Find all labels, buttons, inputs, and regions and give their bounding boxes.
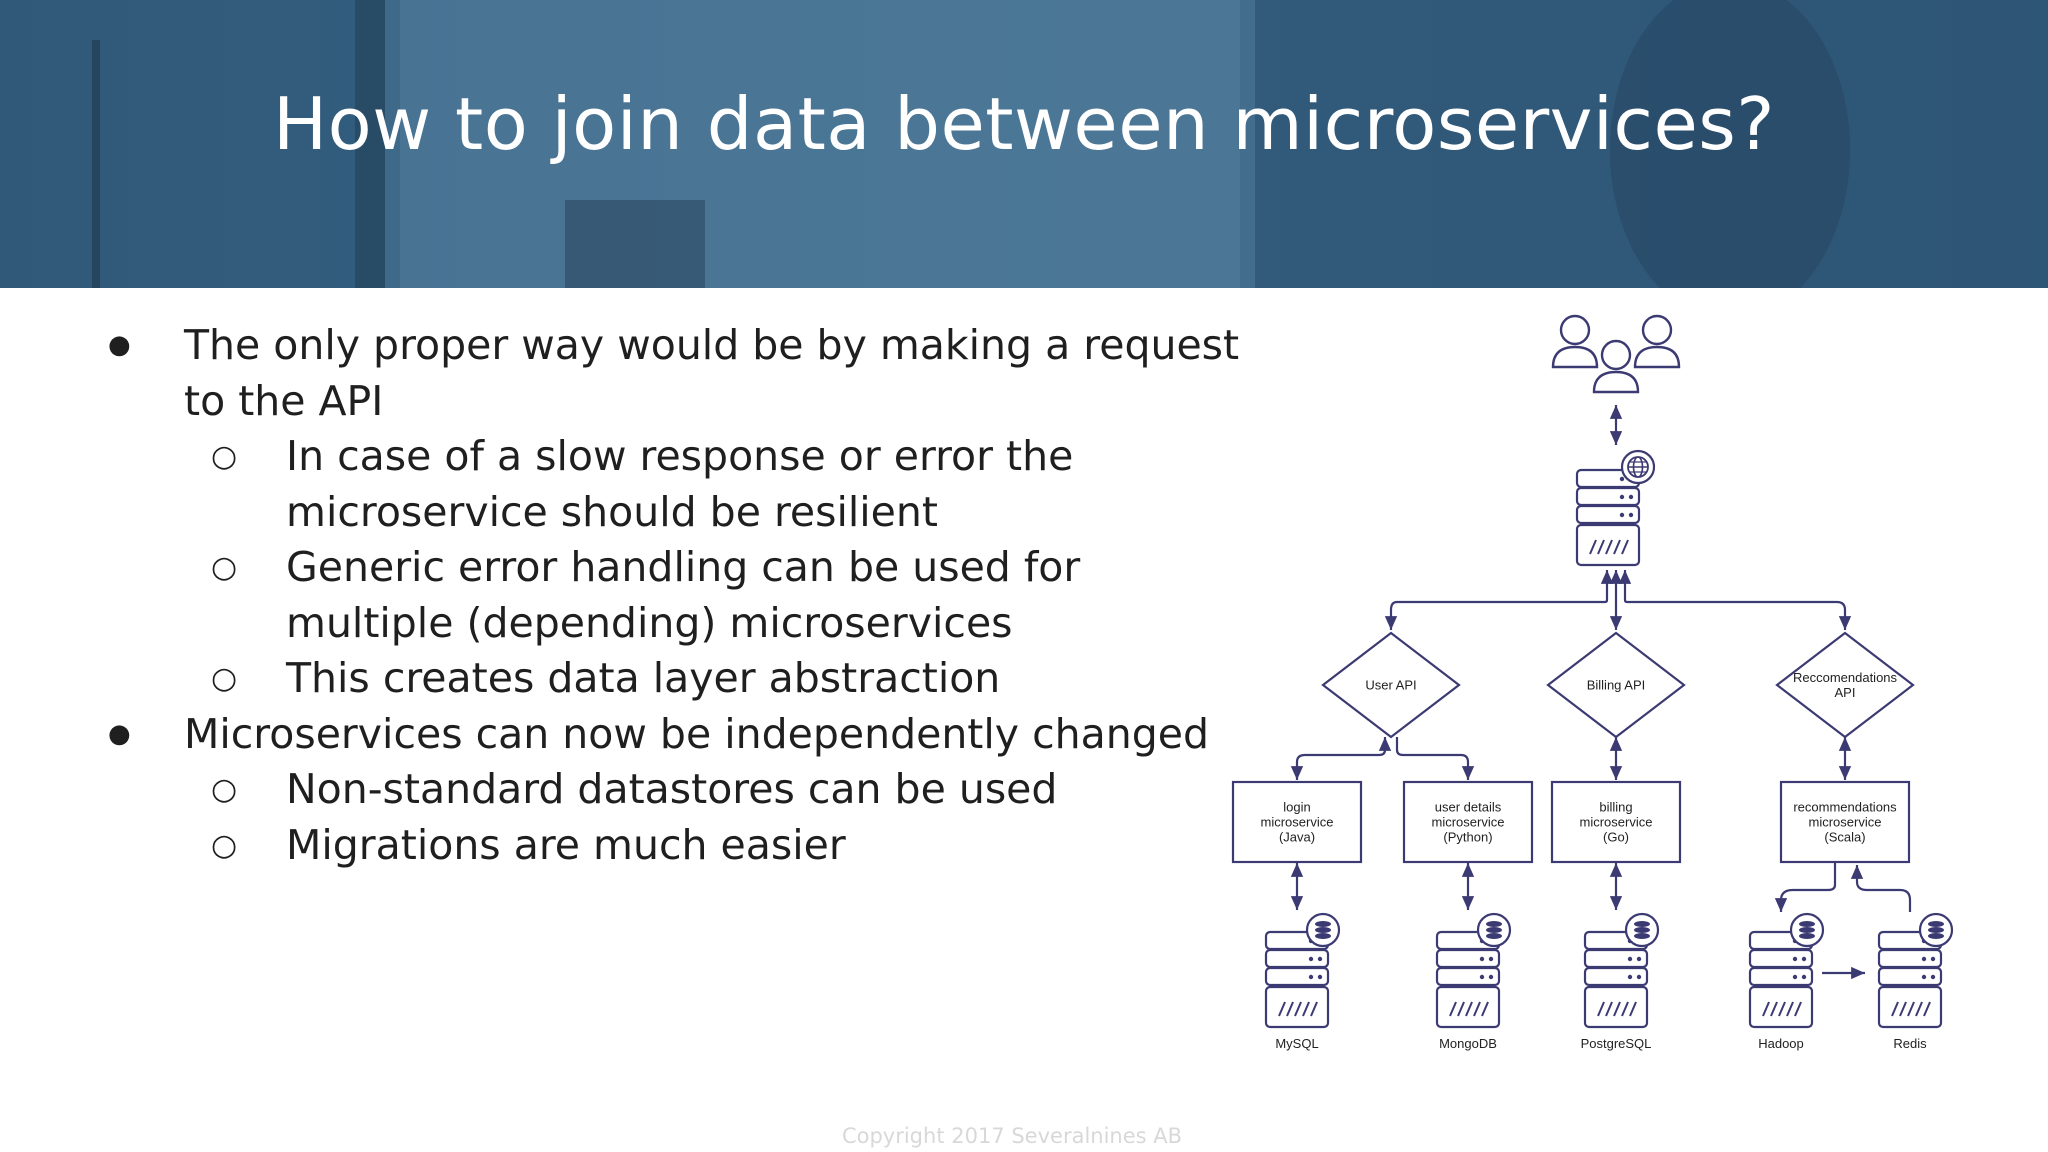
sub-bullet-item: ○ Non-standard datastores can be used <box>100 762 1240 818</box>
recommendations-hadoop-arrow <box>1774 863 1837 912</box>
user-api-details-arrow <box>1395 737 1475 780</box>
users-icon <box>1551 314 1681 394</box>
bullet-text: The only proper way would be by making a… <box>184 321 1240 425</box>
datastore-server-icon <box>1877 912 1954 1029</box>
api-label: User API <box>1365 678 1416 693</box>
datastore-label: PostgreSQL <box>1581 1036 1652 1051</box>
bullet-item: ● The only proper way would be by making… <box>100 318 1240 429</box>
bullet-item: ● Microservices can now be independently… <box>100 707 1240 763</box>
header-background-photo <box>0 0 2048 288</box>
sub-bullet-text: Migrations are much easier <box>286 820 846 869</box>
microservice-box <box>1231 780 1363 864</box>
datastore-label: MongoDB <box>1439 1036 1497 1051</box>
bullet-text: Microservices can now be independently c… <box>184 709 1209 758</box>
bullet-marker: ● <box>108 718 131 749</box>
gateway-user-api-arrow <box>1384 570 1614 630</box>
gateway-recommendations-api-arrow <box>1618 570 1852 630</box>
datastore-label: Hadoop <box>1758 1036 1804 1051</box>
copyright-footer: Copyright 2017 Severalnines AB <box>841 1124 1183 1148</box>
sub-bullet-marker: ○ <box>211 661 238 696</box>
sub-bullet-marker: ○ <box>211 772 238 807</box>
datastore-server-icon <box>1264 912 1341 1029</box>
sub-bullet-item: ○ In case of a slow response or error th… <box>100 429 1240 540</box>
bullet-marker: ● <box>108 330 131 360</box>
sub-bullet-marker: ○ <box>211 550 238 585</box>
sub-bullet-text: This creates data layer abstraction <box>286 654 1001 702</box>
datastore-server-icon <box>1435 912 1512 1029</box>
sub-bullet-marker: ○ <box>211 827 238 863</box>
sub-bullet-text: In case of a slow response or error the … <box>286 432 1074 536</box>
header-banner: How to join data between microservices? <box>0 0 2048 288</box>
sub-bullet-item: ○ Generic error handling can be used for… <box>100 540 1240 651</box>
datastore-server-icon <box>1583 912 1660 1029</box>
sub-bullet-text: Non-standard datastores can be used <box>286 765 1058 813</box>
bullet-list: ● The only proper way would be by making… <box>100 318 1240 873</box>
sub-bullet-marker: ○ <box>211 439 238 474</box>
slide-title: How to join data between microservices? <box>273 82 1775 166</box>
gateway-server-icon <box>1575 449 1656 567</box>
redis-recommendations-arrow <box>1850 865 1912 912</box>
microservice-box <box>1779 780 1911 864</box>
microservice-box <box>1402 780 1534 864</box>
datastore-label: MySQL <box>1275 1036 1318 1051</box>
datastore-server-icon <box>1748 912 1825 1029</box>
microservice-box <box>1550 780 1682 864</box>
sub-bullet-item: ○ Migrations are much easier <box>100 818 1240 874</box>
sub-bullet-text: Generic error handling can be used for m… <box>286 543 1081 647</box>
api-label: Billing API <box>1587 678 1646 693</box>
datastore-label: Redis <box>1893 1036 1927 1051</box>
sub-bullet-item: ○ This creates data layer abstraction <box>100 651 1240 707</box>
user-api-login-arrow <box>1290 737 1392 780</box>
